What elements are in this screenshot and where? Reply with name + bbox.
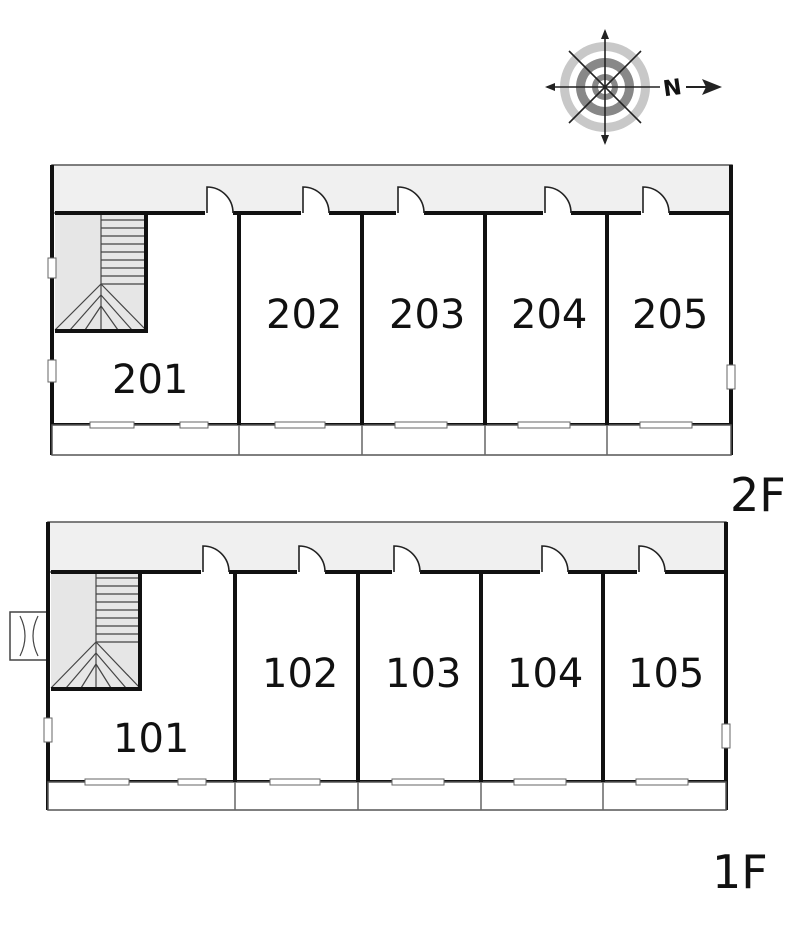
floor-1f-plan: 101 102 103 104 105 1F [9, 521, 768, 899]
compass-rose-icon: N [545, 29, 722, 145]
room-label-202: 202 [266, 292, 342, 338]
entrance-porch [9, 611, 49, 661]
floor-label-2f: 2F [730, 468, 786, 522]
corridor-1f [47, 521, 727, 573]
floor-2f-plan: 201 202 203 204 205 2F [47, 164, 786, 522]
room-label-103: 103 [385, 651, 461, 697]
room-label-104: 104 [507, 651, 583, 697]
room-label-204: 204 [511, 292, 587, 338]
room-label-102: 102 [262, 651, 338, 697]
room-label-105: 105 [628, 651, 704, 697]
room-label-203: 203 [389, 292, 465, 338]
room-label-101: 101 [113, 716, 189, 762]
room-label-201: 201 [112, 357, 188, 403]
room-label-205: 205 [632, 292, 708, 338]
compass-north-label: N [662, 75, 684, 102]
floor-label-1f: 1F [712, 845, 768, 899]
corridor-2f [51, 164, 733, 214]
